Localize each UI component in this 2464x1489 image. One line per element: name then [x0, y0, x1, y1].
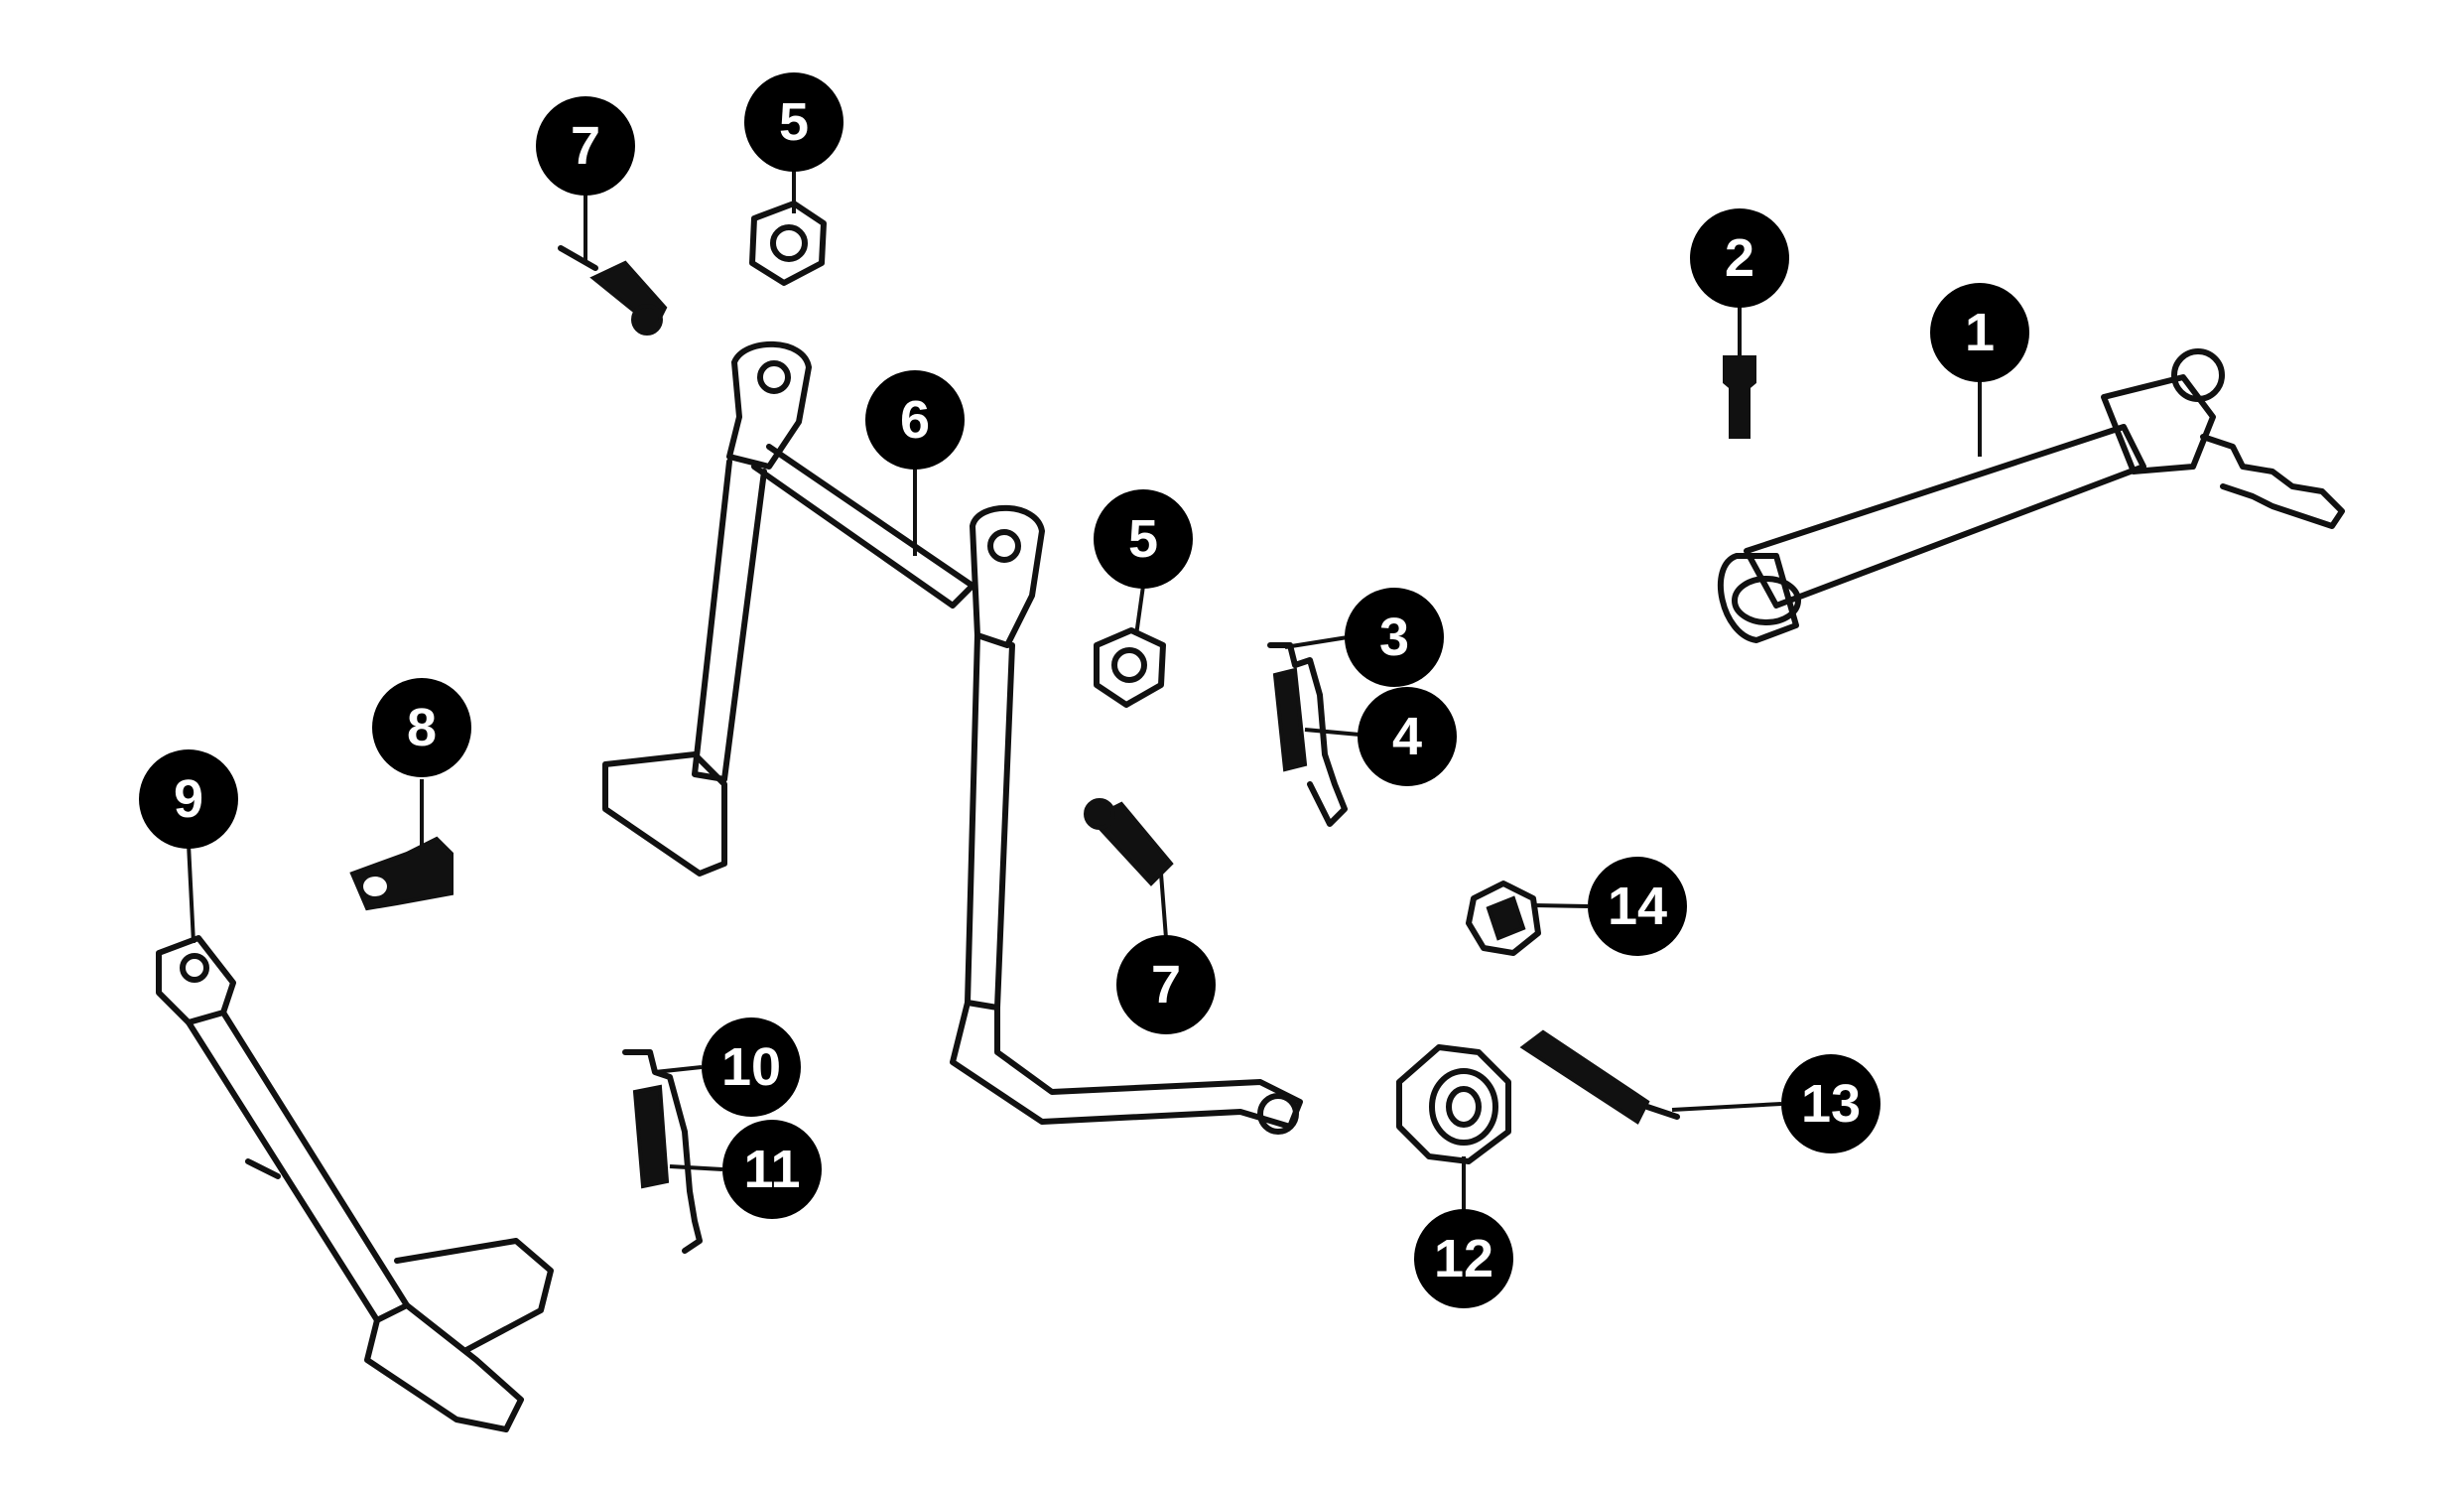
part-5-nut-top [749, 201, 827, 286]
callout-6: 6 [865, 370, 965, 470]
callout-13-label: 13 [1801, 1074, 1861, 1134]
part-10-11-spring [622, 1049, 703, 1254]
callout-8: 8 [372, 678, 471, 777]
part-1-arm [1718, 348, 2345, 643]
callout-4: 4 [1358, 687, 1457, 786]
callout-7-middle-label: 7 [1151, 955, 1181, 1015]
part-2-bolt [1723, 355, 1756, 439]
callout-10-label: 10 [721, 1037, 781, 1097]
callout-9-label: 9 [174, 769, 203, 829]
callout-9: 9 [139, 749, 238, 849]
callout-7-middle: 7 [1116, 935, 1216, 1034]
callout-6-label: 6 [900, 390, 930, 450]
callout-14-label: 14 [1608, 877, 1667, 936]
callout-7-top: 7 [536, 96, 635, 196]
callout-5-middle-label: 5 [1128, 509, 1158, 569]
part-8-bracket [349, 836, 454, 911]
part-6-main-stand [602, 340, 1303, 1135]
part-9-side-stand [156, 935, 554, 1432]
callout-4-label: 4 [1392, 707, 1422, 766]
callout-12-label: 12 [1434, 1229, 1493, 1288]
callout-12: 12 [1414, 1209, 1513, 1308]
callout-13: 13 [1781, 1054, 1880, 1153]
callout-3-label: 3 [1379, 608, 1409, 667]
part-12-bushing [1396, 1044, 1511, 1164]
callout-5-middle: 5 [1094, 489, 1193, 589]
callout-5-top-label: 5 [779, 92, 809, 152]
callout-11-label: 11 [743, 1140, 800, 1199]
part-7-pin-top [558, 245, 668, 336]
callout-1: 1 [1930, 283, 2029, 382]
callout-3: 3 [1345, 588, 1444, 687]
part-14-cap [1466, 880, 1541, 956]
part-3-4-spring [1267, 642, 1348, 827]
callout-14: 14 [1588, 857, 1687, 956]
leader-lines [187, 169, 1982, 1211]
part-7-pin-middle [1084, 798, 1174, 886]
part-5-nut-middle [1094, 627, 1166, 708]
callout-11: 11 [722, 1120, 822, 1219]
callout-8-label: 8 [407, 698, 437, 757]
callout-5-top: 5 [744, 72, 843, 172]
callout-1-label: 1 [1965, 303, 1995, 362]
callout-10: 10 [702, 1017, 801, 1117]
part-13-pin [1519, 1029, 1680, 1125]
callout-7-top-label: 7 [571, 116, 600, 176]
callout-2-label: 2 [1725, 228, 1754, 288]
callout-2: 2 [1690, 208, 1789, 308]
